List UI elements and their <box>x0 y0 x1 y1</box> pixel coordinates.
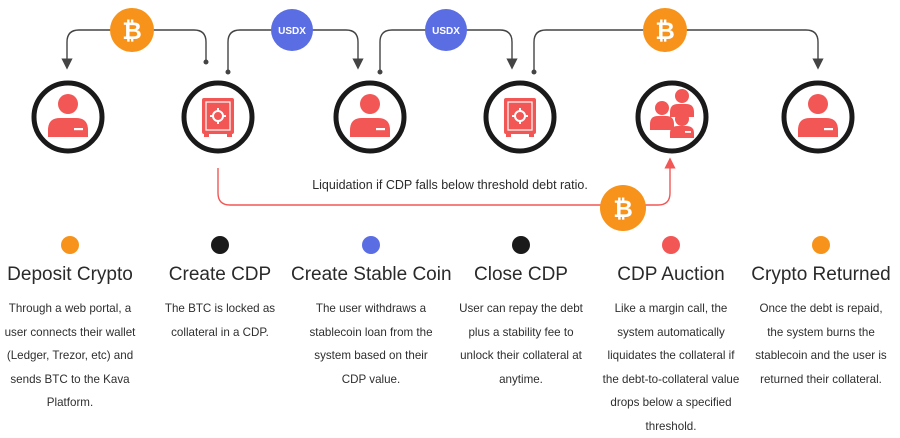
step-create-stable-coin-description: The user withdraws a stablecoin loan fro… <box>309 302 433 386</box>
btc-symbol: ₿ <box>122 17 142 45</box>
step-create-cdp-title: Create CDP <box>168 264 272 285</box>
step-create-stable-coin-icon <box>333 80 407 154</box>
user-icon <box>350 94 390 137</box>
usdx-label: USDX <box>432 26 460 37</box>
connector-start-dots <box>203 59 537 75</box>
user-icon <box>798 94 838 137</box>
step-create-cdp-description: The BTC is locked as collateral in a CDP… <box>164 302 276 339</box>
step-cdp-auction-description: Like a margin call, the system automatic… <box>602 302 740 433</box>
btc-badge-return: ₿ <box>643 8 687 52</box>
liquidation-connector <box>217 157 676 206</box>
step-create-cdp-dot <box>211 236 229 254</box>
users-group-icon <box>650 89 694 138</box>
step-crypto-returned-icon <box>781 80 855 154</box>
step-cdp-auction-icon <box>635 80 709 154</box>
step-close-cdp-description: User can repay the debt plus a stability… <box>459 302 583 386</box>
btc-symbol: ₿ <box>613 195 633 223</box>
step-crypto-returned-title: Crypto Returned <box>751 264 891 285</box>
step-deposit-crypto-title: Deposit Crypto <box>7 264 133 285</box>
step-deposit-crypto-description: Through a web portal, a user connects th… <box>4 302 136 409</box>
btc-badge-liquidation: ₿ <box>600 185 646 231</box>
step-crypto-returned-dot <box>812 236 830 254</box>
usdx-badge-repay: USDX <box>425 9 467 51</box>
usdx-label: USDX <box>278 26 306 37</box>
step-create-stable-coin-dot <box>362 236 380 254</box>
step-crypto-returned-description: Once the debt is repaid, the system burn… <box>755 302 887 386</box>
step-close-cdp-dot <box>512 236 530 254</box>
step-cdp-auction-dot <box>662 236 680 254</box>
step-close-cdp-icon <box>483 80 557 154</box>
step-create-cdp-icon <box>181 80 255 154</box>
step-create-stable-coin-title: Create Stable Coin <box>291 264 452 285</box>
btc-badge-deposit: ₿ <box>110 8 154 52</box>
step-deposit-crypto-icon <box>31 80 105 154</box>
vault-icon <box>504 98 536 137</box>
user-icon <box>48 94 88 137</box>
usdx-badge-issue: USDX <box>271 9 313 51</box>
vault-icon <box>202 98 234 137</box>
step-close-cdp-title: Close CDP <box>474 264 568 285</box>
step-deposit-crypto-dot <box>61 236 79 254</box>
step-cdp-auction-title: CDP Auction <box>617 264 725 285</box>
btc-symbol: ₿ <box>655 17 675 45</box>
